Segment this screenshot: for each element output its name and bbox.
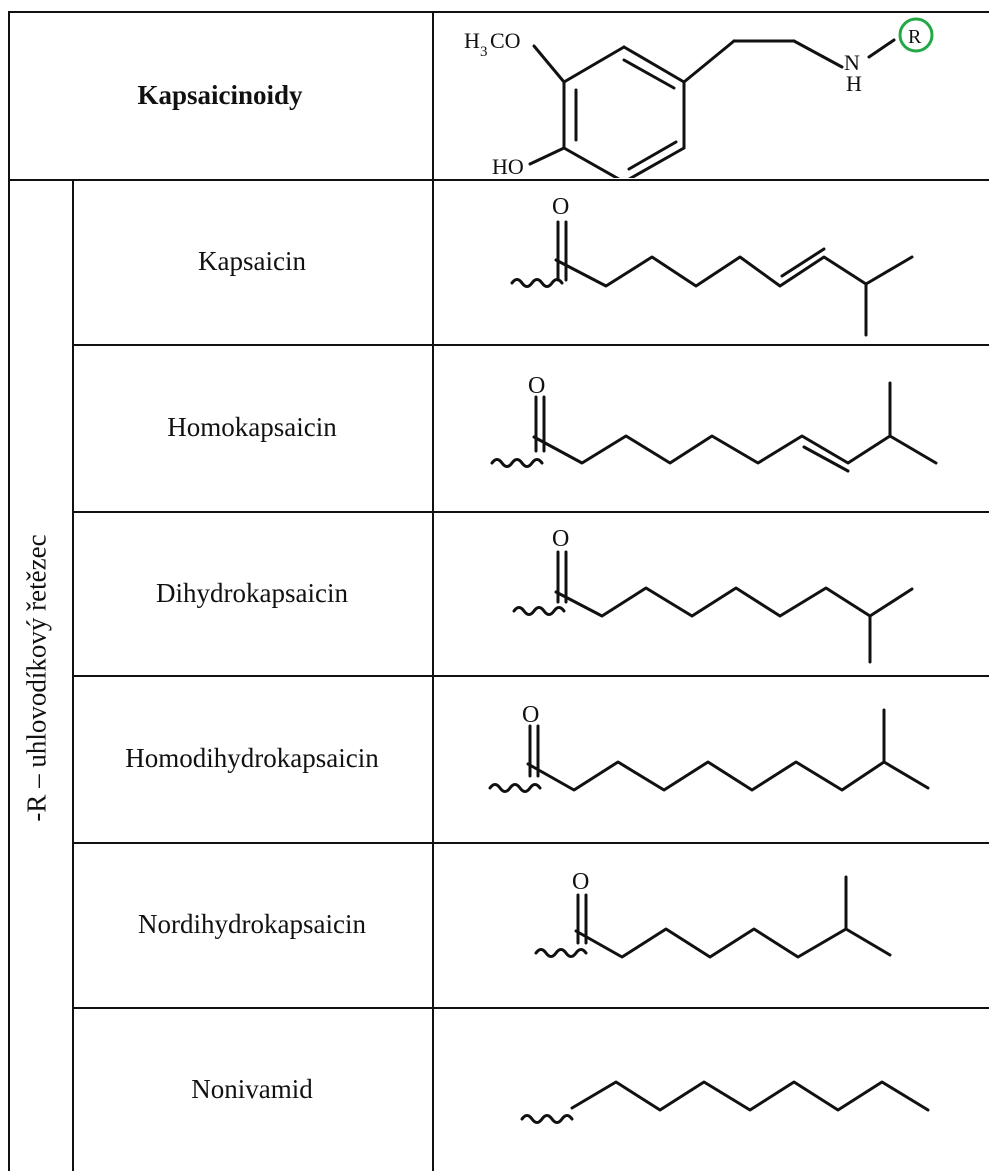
compound-name: Homokapsaicin: [167, 412, 337, 442]
homodihydrokapsaicin-structure: O: [488, 702, 930, 793]
nordihydrokapsaicin-structure: O: [534, 869, 892, 959]
carbonyl-oxygen: O: [528, 373, 545, 399]
methoxy-prefix: H: [464, 28, 480, 53]
table-header-title: Kapsaicinoidy: [137, 79, 303, 110]
methoxy-label: CO: [490, 28, 521, 53]
amine-n-label: N: [844, 50, 860, 75]
homokapsaicin-structure: O: [490, 373, 938, 473]
compound-name: Homodihydrokapsaicin: [125, 743, 379, 773]
nonivamid-structure: [520, 1080, 930, 1124]
compound-name: Nonivamid: [191, 1073, 313, 1104]
hydroxy-label: HO: [492, 154, 524, 178]
row-divider: [72, 344, 989, 346]
row-divider: [72, 511, 989, 513]
table-border-left: [8, 11, 10, 1171]
table-border-top: [8, 11, 989, 13]
amine-h-label: H: [846, 71, 862, 96]
compound-name: Kapsaicin: [198, 246, 306, 276]
dihydrokapsaicin-structure: O: [512, 526, 914, 664]
side-column-divider: [72, 179, 74, 1171]
row-divider: [72, 675, 989, 677]
carbonyl-oxygen: O: [552, 526, 569, 552]
row-divider: [72, 1007, 989, 1009]
header-divider: [8, 179, 989, 181]
carbonyl-oxygen: O: [552, 194, 569, 220]
vanillylamine-core-structure: H 3 CO HO N H R: [464, 17, 934, 178]
compound-name: Dihydrokapsaicin: [156, 577, 348, 608]
r-group-circle: [898, 17, 934, 53]
carbonyl-oxygen: O: [572, 869, 589, 895]
carbonyl-oxygen: O: [522, 702, 539, 728]
methoxy-subscript: 3: [480, 44, 488, 60]
kapsaicin-structure: O: [510, 194, 914, 337]
side-label: -R – uhlovodíkový řetězec: [21, 534, 52, 822]
r-group-label: R: [908, 26, 922, 48]
compound-name: Nordihydrokapsaicin: [138, 909, 366, 939]
row-divider: [72, 842, 989, 844]
structure-column-divider: [432, 11, 434, 1171]
